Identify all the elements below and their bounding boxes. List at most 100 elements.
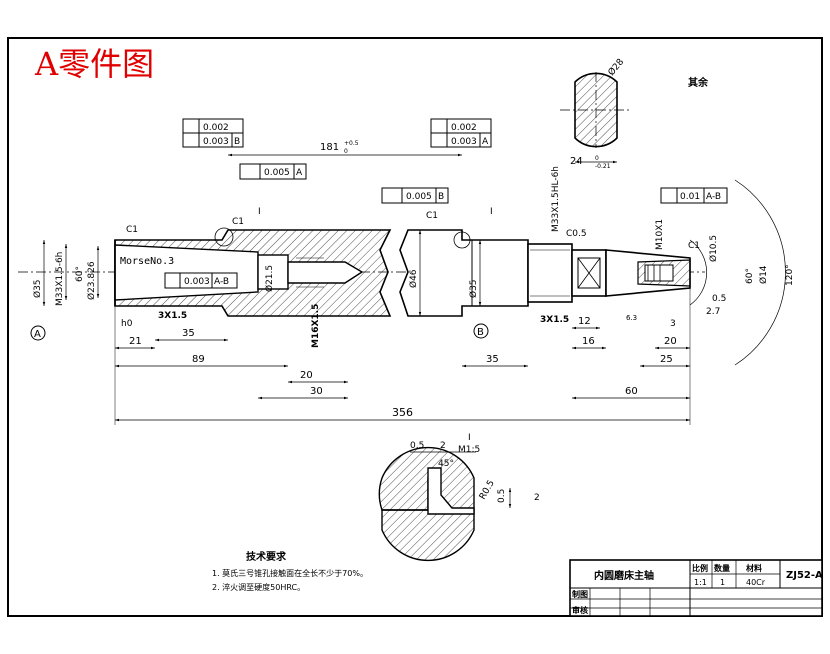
chamfer-c1-b: C1 xyxy=(232,217,244,227)
section-d24-tol-lo: -0.21 xyxy=(595,163,611,170)
chamfer-c1-c: C1 xyxy=(426,211,438,221)
detail-ref-i-a: I xyxy=(258,207,261,217)
tech-item-1: 1. 莫氏三号锥孔接触面在全长不少于70%。 xyxy=(212,568,368,578)
tb-material-label: 材料 xyxy=(746,563,762,573)
dim-16: 16 xyxy=(582,336,595,347)
groove-3x15-right: 3X1.5 xyxy=(540,315,569,325)
dim-120: 120° xyxy=(785,264,795,286)
tb-scale-value: 1:1 xyxy=(694,578,707,587)
title-stamp: A零件图 xyxy=(34,45,154,83)
section-d24: 24 xyxy=(570,156,583,167)
svg-text:A-B: A-B xyxy=(706,192,721,202)
dim-89: 89 xyxy=(192,354,205,365)
middle-shaft xyxy=(399,229,529,317)
dim-30: 30 xyxy=(310,386,323,397)
fcf-right: 0.01 A-B xyxy=(660,187,728,204)
dim-m33-left: M33X1.5-6h xyxy=(55,252,65,306)
dim-m10: M10X1 xyxy=(655,219,665,250)
threaded-section xyxy=(527,243,573,303)
dim-05-right: 0.5 xyxy=(712,294,726,304)
cross-section-view: Ø28 24 0 -0.21 xyxy=(560,56,632,170)
dim-phi105: Ø10.5 xyxy=(708,235,719,262)
fcf-left: 0.002 0.003 B xyxy=(182,118,244,148)
detail-2-a: 2 xyxy=(440,441,446,451)
dim-181: 181 xyxy=(320,142,339,153)
dim-60-left: 60° xyxy=(75,266,85,282)
morse-label: MorseNo.3 xyxy=(120,256,174,267)
svg-text:0.003: 0.003 xyxy=(184,277,210,287)
dim-m33-right: M33X1.5HL-6h xyxy=(551,166,561,232)
detail-label-i: I xyxy=(468,433,471,443)
detail-05-a: 0.5 xyxy=(410,441,424,451)
tb-qty-label: 数量 xyxy=(714,563,730,573)
title-block: 内圆磨床主轴 比例 数量 材料 1:1 1 40Cr ZJ52-A 制图 审核 xyxy=(569,559,823,617)
tech-item-2: 2. 淬火调至硬度50HRC。 xyxy=(212,582,305,592)
dim-h0: h0 xyxy=(121,319,133,329)
detail-r05: R0.5 xyxy=(478,479,497,502)
tb-qty-value: 1 xyxy=(720,578,725,587)
dim-60: 60 xyxy=(625,386,638,397)
tb-scale-label: 比例 xyxy=(692,563,708,573)
fcf-perp-a: 0.005 A xyxy=(239,163,307,180)
section-d24-tol-hi: 0 xyxy=(595,155,599,162)
dim-21: 21 xyxy=(129,336,142,347)
dim-phi35-mid: Ø35 xyxy=(468,279,479,298)
tb-check-label: 审核 xyxy=(572,605,588,615)
dim-60-right: 60° xyxy=(745,268,755,284)
svg-text:0.003: 0.003 xyxy=(203,137,229,147)
svg-text:A: A xyxy=(296,168,303,178)
dim-356: 356 xyxy=(392,406,413,419)
drawing-frame xyxy=(7,37,823,617)
main-part-view: 181 +0.5 0 356 89 21 35 20 30 35 16 12 2… xyxy=(18,118,795,425)
dim-25: 25 xyxy=(660,354,673,365)
dim-181-tol: +0.5 xyxy=(344,140,359,147)
svg-text:B: B xyxy=(234,137,240,147)
datum-a: A xyxy=(34,329,41,340)
svg-text:A: A xyxy=(482,137,489,147)
tb-material-value: 40Cr xyxy=(746,578,766,587)
svg-text:0.002: 0.002 xyxy=(451,123,477,133)
detail-view-i: 0.5 2 I M1:5 45° R0.5 0.5 2 xyxy=(378,433,540,562)
roughness-tag: 6.3 xyxy=(626,314,637,322)
detail-45: 45° xyxy=(438,459,454,469)
dim-35-mid: 35 xyxy=(486,354,499,365)
fcf-bore: 0.003 A-B xyxy=(164,272,238,289)
tech-heading: 技术要求 xyxy=(246,550,287,563)
dim-35-left: 35 xyxy=(182,328,195,339)
tech-requirements: 技术要求 1. 莫氏三号锥孔接触面在全长不少于70%。 2. 淬火调至硬度50H… xyxy=(212,550,368,592)
groove-3x15-left: 3X1.5 xyxy=(158,311,187,321)
svg-text:B: B xyxy=(438,192,444,202)
dim-181-tol-lo: 0 xyxy=(344,148,348,155)
svg-text:0.005: 0.005 xyxy=(264,168,290,178)
svg-text:0.003: 0.003 xyxy=(451,137,477,147)
dim-phi46: Ø46 xyxy=(408,269,419,288)
dim-m16: M16X1.5 xyxy=(311,304,321,348)
chamfer-c1-a: C1 xyxy=(126,225,138,235)
detail-2-b: 2 xyxy=(534,493,540,503)
fcf-perp-b: 0.005 B xyxy=(381,187,449,204)
datum-b: B xyxy=(477,327,484,338)
section-phi28: Ø28 xyxy=(606,56,627,77)
svg-text:0.002: 0.002 xyxy=(203,123,229,133)
threaded-bore xyxy=(287,261,364,284)
dim-20-right: 20 xyxy=(664,336,677,347)
dim-phi21: Ø21.5 xyxy=(264,265,275,292)
dim-20-left: 20 xyxy=(300,370,313,381)
tb-part-name: 内圆磨床主轴 xyxy=(594,569,654,582)
tb-drawn-label: 制图 xyxy=(572,589,588,599)
detail-ref-i-b: I xyxy=(490,207,493,217)
dim-phi14: Ø14 xyxy=(758,265,769,284)
fcf-mid: 0.002 0.003 A xyxy=(430,118,492,148)
chamfer-c05: C0.5 xyxy=(566,229,587,239)
dim-27: 2.7 xyxy=(706,307,720,317)
chamfer-c1-d: C1 xyxy=(688,241,700,251)
dim-3: 3 xyxy=(670,319,676,329)
dim-phi23: Ø23.826 xyxy=(86,261,97,300)
dim-12: 12 xyxy=(578,316,591,327)
svg-text:0.01: 0.01 xyxy=(680,192,700,202)
detail-05-b: 0.5 xyxy=(497,489,507,503)
svg-text:A-B: A-B xyxy=(214,277,229,287)
rest-roughness: 其余 xyxy=(688,76,709,89)
dim-phi35-left: Ø35 xyxy=(32,279,43,298)
